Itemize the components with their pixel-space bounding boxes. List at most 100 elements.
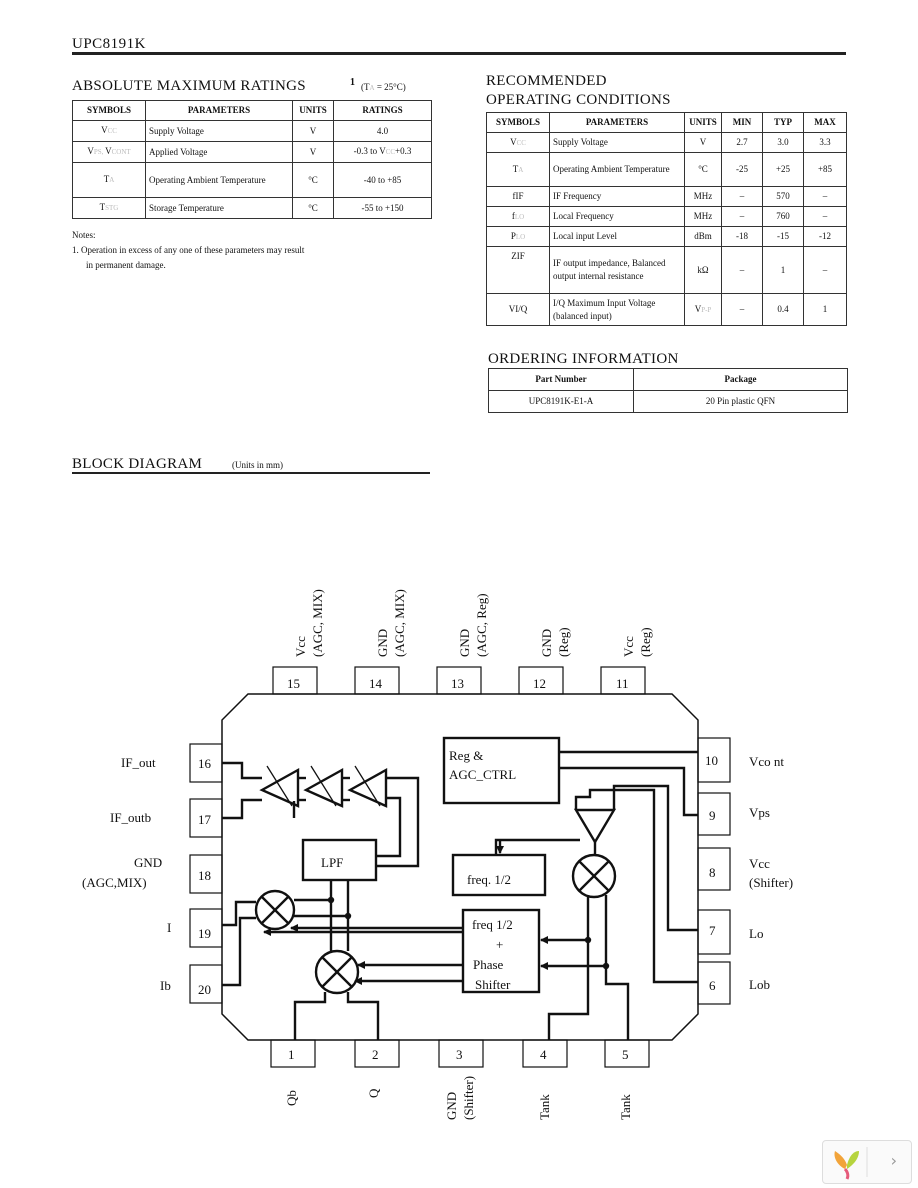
pin-label-17: IF_outb — [110, 810, 152, 825]
pin-num-4: 4 — [540, 1047, 547, 1062]
pin-label-2: Q — [366, 1088, 381, 1098]
pin-label-4: Tank — [537, 1094, 552, 1120]
shifter-label-4: Shifter — [475, 977, 511, 992]
pin-num-19: 19 — [198, 926, 211, 941]
pin-box — [354, 666, 400, 695]
block-diagram-title: BLOCK DIAGRAM — [72, 456, 203, 472]
pin-num-13: 13 — [451, 676, 464, 691]
lpf-label: LPF — [321, 855, 344, 870]
pin-label-8: Vcc — [749, 856, 770, 871]
pin-num-9: 9 — [709, 808, 716, 823]
abs-max-table: SYMBOLS PARAMETERS UNITS RATINGS VCC Sup… — [72, 100, 432, 219]
pin-label-11: Vcc(Reg) — [621, 627, 653, 657]
pin-num-14: 14 — [369, 676, 382, 691]
ordering-title: ORDERING INFORMATION — [488, 351, 679, 367]
chip-body — [221, 693, 699, 1041]
pin-box — [697, 737, 731, 783]
mixer-i — [254, 889, 296, 931]
pin-box — [189, 854, 223, 894]
block-diagram-units: (Units in mm) — [232, 460, 283, 470]
pin-label-6: Lob — [749, 977, 770, 992]
mixer-q — [314, 949, 360, 995]
pin-box — [436, 666, 482, 695]
table-row: VPS, VCONT Applied Voltage V -0.3 to VCC… — [72, 141, 432, 163]
table-row: UPC8191K-E1-A 20 Pin plastic QFN — [488, 390, 848, 413]
pin-label-15: Vcc(AGC, MIX) — [293, 589, 325, 657]
pin-box — [438, 1039, 484, 1068]
reg-label-2: AGC_CTRL — [449, 767, 517, 782]
pin-num-17: 17 — [198, 812, 211, 827]
pin-box — [697, 847, 731, 891]
abs-max-notes: Notes: 1. Operation in excess of any one… — [72, 228, 304, 273]
pin-label-9: Vps — [749, 805, 770, 820]
abs-max-condition: (TA = 25°C) — [361, 82, 406, 92]
pin-label-19: I — [167, 920, 172, 935]
shifter-label-1: freq 1/2 — [472, 917, 513, 932]
bird-logo-icon — [834, 1147, 868, 1180]
pin-num-12: 12 — [533, 676, 546, 691]
pin-num-2: 2 — [372, 1047, 379, 1062]
pin-num-1: 1 — [288, 1047, 295, 1062]
block-diagram-rule — [72, 472, 430, 474]
pin-label-12: GND(Reg) — [539, 627, 571, 657]
table-row: ZIF IF output impedance, Balanced output… — [486, 246, 847, 294]
agc-amp-3 — [347, 767, 388, 808]
pin-label-5: Tank — [618, 1094, 633, 1120]
chevron-right-icon[interactable]: › — [890, 1151, 897, 1170]
pin-label-8-sub: (Shifter) — [749, 875, 794, 890]
pin-num-11: 11 — [616, 676, 629, 691]
table-row: TA Operating Ambient Temperature°C -25+2… — [486, 152, 847, 187]
pin-num-16: 16 — [198, 756, 211, 771]
rec-op-table: SYMBOLS PARAMETERS UNITS MIN TYP MAX VCC… — [486, 112, 847, 326]
note-1-cont: in permanent damage. — [86, 260, 166, 270]
abs-max-note-ref: 1 — [350, 77, 355, 88]
pin-label-14: GND(AGC, MIX) — [375, 589, 407, 657]
agc-amp-2 — [303, 767, 344, 808]
pin-box — [518, 666, 564, 695]
pin-label-18: GND — [134, 855, 163, 870]
pin-num-5: 5 — [622, 1047, 629, 1062]
table-row: TA Operating Ambient Temperature °C -40 … — [72, 162, 432, 198]
note-1: 1. Operation in excess of any one of the… — [72, 245, 305, 255]
lo-buffer — [573, 808, 617, 845]
pin-box — [270, 1039, 316, 1068]
table-row: VI/Q I/Q Maximum Input Voltage (balanced… — [486, 293, 847, 326]
pin-num-15: 15 — [287, 676, 300, 691]
rec-op-title: RECOMMENDED OPERATING CONDITIONS — [486, 73, 671, 108]
pin-num-7: 7 — [709, 923, 716, 938]
pin-box — [600, 666, 646, 695]
shifter-label-3: Phase — [473, 957, 504, 972]
pin-label-7: Lo — [749, 926, 764, 941]
pin-label-13: GND(AGC, Reg) — [457, 593, 489, 657]
table-row: TSTG Storage Temperature °C -55 to +150 — [72, 197, 432, 219]
pin-num-8: 8 — [709, 865, 716, 880]
pin-label-18-sub: (AGC,MIX) — [82, 875, 147, 890]
pin-label-20: Ib — [160, 978, 171, 993]
pin-box — [272, 666, 318, 695]
reg-label-1: Reg & — [449, 748, 484, 763]
freq-half-label: freq. 1/2 — [467, 872, 512, 887]
document-header-title: UPC8191K — [72, 36, 147, 52]
pin-box — [189, 908, 223, 948]
phase-shifter-box — [461, 908, 541, 994]
lpf-box — [301, 838, 378, 882]
pin-label-16: IF_out — [121, 755, 156, 770]
pin-num-18: 18 — [198, 868, 211, 883]
pin-num-6: 6 — [709, 978, 716, 993]
pin-label-1: Qb — [284, 1090, 299, 1106]
pin-num-10: 10 — [705, 753, 718, 768]
header-rule — [72, 52, 846, 55]
pin-label-10: Vco nt — [749, 754, 785, 769]
reg-agc-box — [442, 736, 561, 805]
pin-box — [697, 909, 731, 955]
pin-box — [522, 1039, 568, 1068]
freq-half-box — [451, 853, 547, 897]
pin-label-3: GND(Shifter) — [444, 1075, 476, 1120]
ordering-table: Part Number Package UPC8191K-E1-A 20 Pin… — [488, 368, 848, 413]
viewer-nav-widget[interactable]: › — [822, 1140, 912, 1184]
agc-amp-1 — [259, 767, 300, 808]
